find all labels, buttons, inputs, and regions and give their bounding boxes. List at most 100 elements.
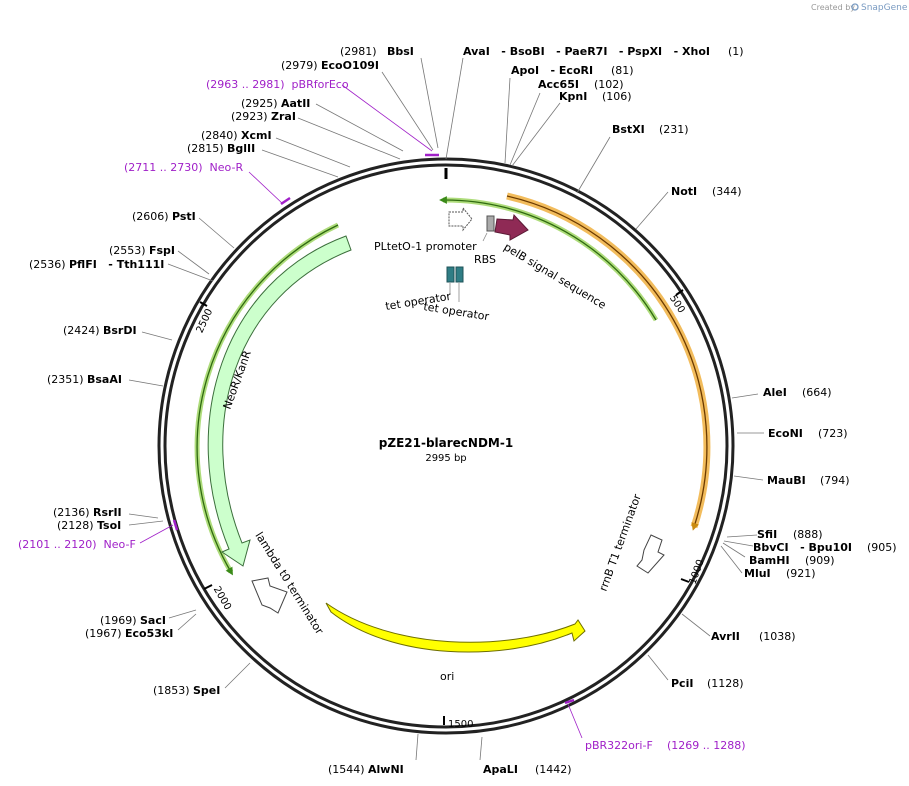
site-avrii-pos: (1038) <box>759 630 796 643</box>
promoter-label: PLtetO-1 promoter <box>374 240 477 253</box>
orf-arc-green-left-line <box>196 224 339 576</box>
tick-2000: 2000 <box>211 585 233 613</box>
site-econi-pos: (723) <box>818 427 848 440</box>
site-ecoo109i-name[interactable]: EcoO109I <box>321 59 379 72</box>
site-fspi-name[interactable]: FspI <box>149 244 175 257</box>
site-kpni-pos: (106) <box>602 90 632 103</box>
ori-label: ori <box>440 670 454 683</box>
site-tsoi-pos: (2128) <box>57 519 94 532</box>
site-spei-name[interactable]: SpeI <box>193 684 220 697</box>
site-ecoo109i-pos: (2979) <box>281 59 318 72</box>
site-saci-name[interactable]: SacI <box>140 614 166 627</box>
tet-operator-2-label: tet operator <box>423 300 491 323</box>
primer-pbrforeco-label[interactable]: (2963 .. 2981) pBRforEco <box>206 78 349 91</box>
pelb-signal-feature[interactable] <box>494 213 529 241</box>
promoter-feature[interactable] <box>448 206 473 232</box>
lambda-t0-terminator-feature[interactable] <box>251 577 288 614</box>
site-acc65i-pos: (102) <box>594 78 624 91</box>
orf-arc-green-top-line <box>439 196 657 321</box>
site-noti-name[interactable]: NotI <box>671 185 697 198</box>
tick-1000-mark <box>680 578 690 583</box>
site-sfii-name[interactable]: SfiI <box>757 528 777 541</box>
site-bamhi-name[interactable]: BamHI <box>749 554 790 567</box>
site-pcii-pos: (1128) <box>707 677 744 690</box>
site-tsoi-name[interactable]: TsoI <box>97 519 121 532</box>
site-bbsi-pos: (2981) <box>340 45 377 58</box>
credit-brand: SnapGene <box>861 3 908 13</box>
rrnb-t1-terminator-feature[interactable] <box>636 534 665 574</box>
plasmid-name: pZE21-blarecNDM-1 <box>379 436 513 450</box>
site-avrii-name[interactable]: AvrII <box>711 630 740 643</box>
primer-neo-f-label[interactable]: (2101 .. 2120) Neo-F <box>18 538 136 551</box>
site-ecori-group-name[interactable]: ApoI - EcoRI <box>511 64 593 77</box>
site-zrai-name[interactable]: ZraI <box>271 110 296 123</box>
tick-1500: 1500 <box>448 719 473 730</box>
site-kpni-name[interactable]: KpnI <box>559 90 587 103</box>
site-eco53ki-pos: (1967) <box>85 627 122 640</box>
site-bglii-name[interactable]: BglII <box>227 142 255 155</box>
site-pcii-name[interactable]: PciI <box>671 677 693 690</box>
tick-2000-mark <box>203 584 213 590</box>
site-bbvci-group-name[interactable]: BbvCI - Bpu10I <box>753 541 852 554</box>
tet-operator-1-feature[interactable] <box>446 266 455 283</box>
rbs-feature[interactable] <box>486 215 495 232</box>
primer-pbr322ori-f-pos: (1269 .. 1288) <box>667 739 746 752</box>
site-bsrdi-name[interactable]: BsrDI <box>103 324 137 337</box>
site-fspi-pos: (2553) <box>109 244 146 257</box>
site-zrai-pos: (2923) <box>231 110 268 123</box>
site-bstxi-pos: (231) <box>659 123 689 136</box>
site-alei-name[interactable]: AleI <box>763 386 787 399</box>
site-maubi-name[interactable]: MauBI <box>767 474 806 487</box>
site-econi-name[interactable]: EcoNI <box>768 427 803 440</box>
site-bstxi-name[interactable]: BstXI <box>612 123 645 136</box>
orf-arc-orange <box>506 192 711 529</box>
backbone-inner-ring <box>163 163 729 729</box>
site-apali-name[interactable]: ApaLI <box>483 763 518 776</box>
tick-500-mark <box>675 289 684 296</box>
tick-2500-mark <box>199 301 208 307</box>
site-mlui-name[interactable]: MluI <box>744 567 771 580</box>
site-bamhi-pos: (909) <box>805 554 835 567</box>
rbs-leader <box>482 232 488 242</box>
site-pflfi-pos: (2536) <box>29 258 66 271</box>
site-psti-pos: (2606) <box>132 210 169 223</box>
site-alwni-name[interactable]: AlwNI <box>368 763 404 776</box>
site-bbvci-group-pos: (905) <box>867 541 897 554</box>
site-bsaai-pos: (2351) <box>47 373 84 386</box>
site-aatii-pos: (2925) <box>241 97 278 110</box>
site-rsrii-name[interactable]: RsrII <box>93 506 122 519</box>
site-bglii-pos: (2815) <box>187 142 224 155</box>
neo-kanr-feature[interactable] <box>207 235 352 567</box>
site-xcmi-pos: (2840) <box>201 129 238 142</box>
site-bbsi-name[interactable]: BbsI <box>387 45 414 58</box>
site-xhoi-group-name[interactable]: AvaI - BsoBI - PaeR7I - PspXI - XhoI <box>463 45 710 58</box>
site-rsrii-pos: (2136) <box>53 506 90 519</box>
site-aatii-name[interactable]: AatII <box>281 97 310 110</box>
snapgene-logo-icon <box>851 3 859 11</box>
site-bsaai-name[interactable]: BsaAI <box>87 373 122 386</box>
site-noti-pos: (344) <box>712 185 742 198</box>
site-ecori-group-pos: (81) <box>611 64 634 77</box>
site-maubi-pos: (794) <box>820 474 850 487</box>
site-alei-pos: (664) <box>802 386 832 399</box>
site-psti-name[interactable]: PstI <box>172 210 196 223</box>
site-xcmi-name[interactable]: XcmI <box>241 129 272 142</box>
ori-feature[interactable] <box>325 602 586 653</box>
primer-leader-lines <box>139 84 583 739</box>
tet-operator-2-feature[interactable] <box>455 266 464 283</box>
site-saci-pos: (1969) <box>100 614 137 627</box>
site-spei-pos: (1853) <box>153 684 190 697</box>
rbs-label: RBS <box>474 253 496 266</box>
site-xhoi-group-pos: (1) <box>728 45 744 58</box>
primer-neo-r-label[interactable]: (2711 .. 2730) Neo-R <box>124 161 243 174</box>
plasmid-size: 2995 bp <box>425 453 466 464</box>
site-eco53ki-name[interactable]: Eco53kI <box>125 627 173 640</box>
site-acc65i-name[interactable]: Acc65I <box>538 78 579 91</box>
site-bsrdi-pos: (2424) <box>63 324 100 337</box>
rrnb-t1-label: rrnB T1 terminator <box>597 492 644 593</box>
orf-arc-orange-line <box>506 195 708 531</box>
site-pflfi-name[interactable]: PflFI - Tth111I <box>69 258 164 271</box>
site-leader-lines <box>128 57 764 761</box>
primer-pbr322ori-f-name[interactable]: pBR322ori-F <box>585 739 653 752</box>
